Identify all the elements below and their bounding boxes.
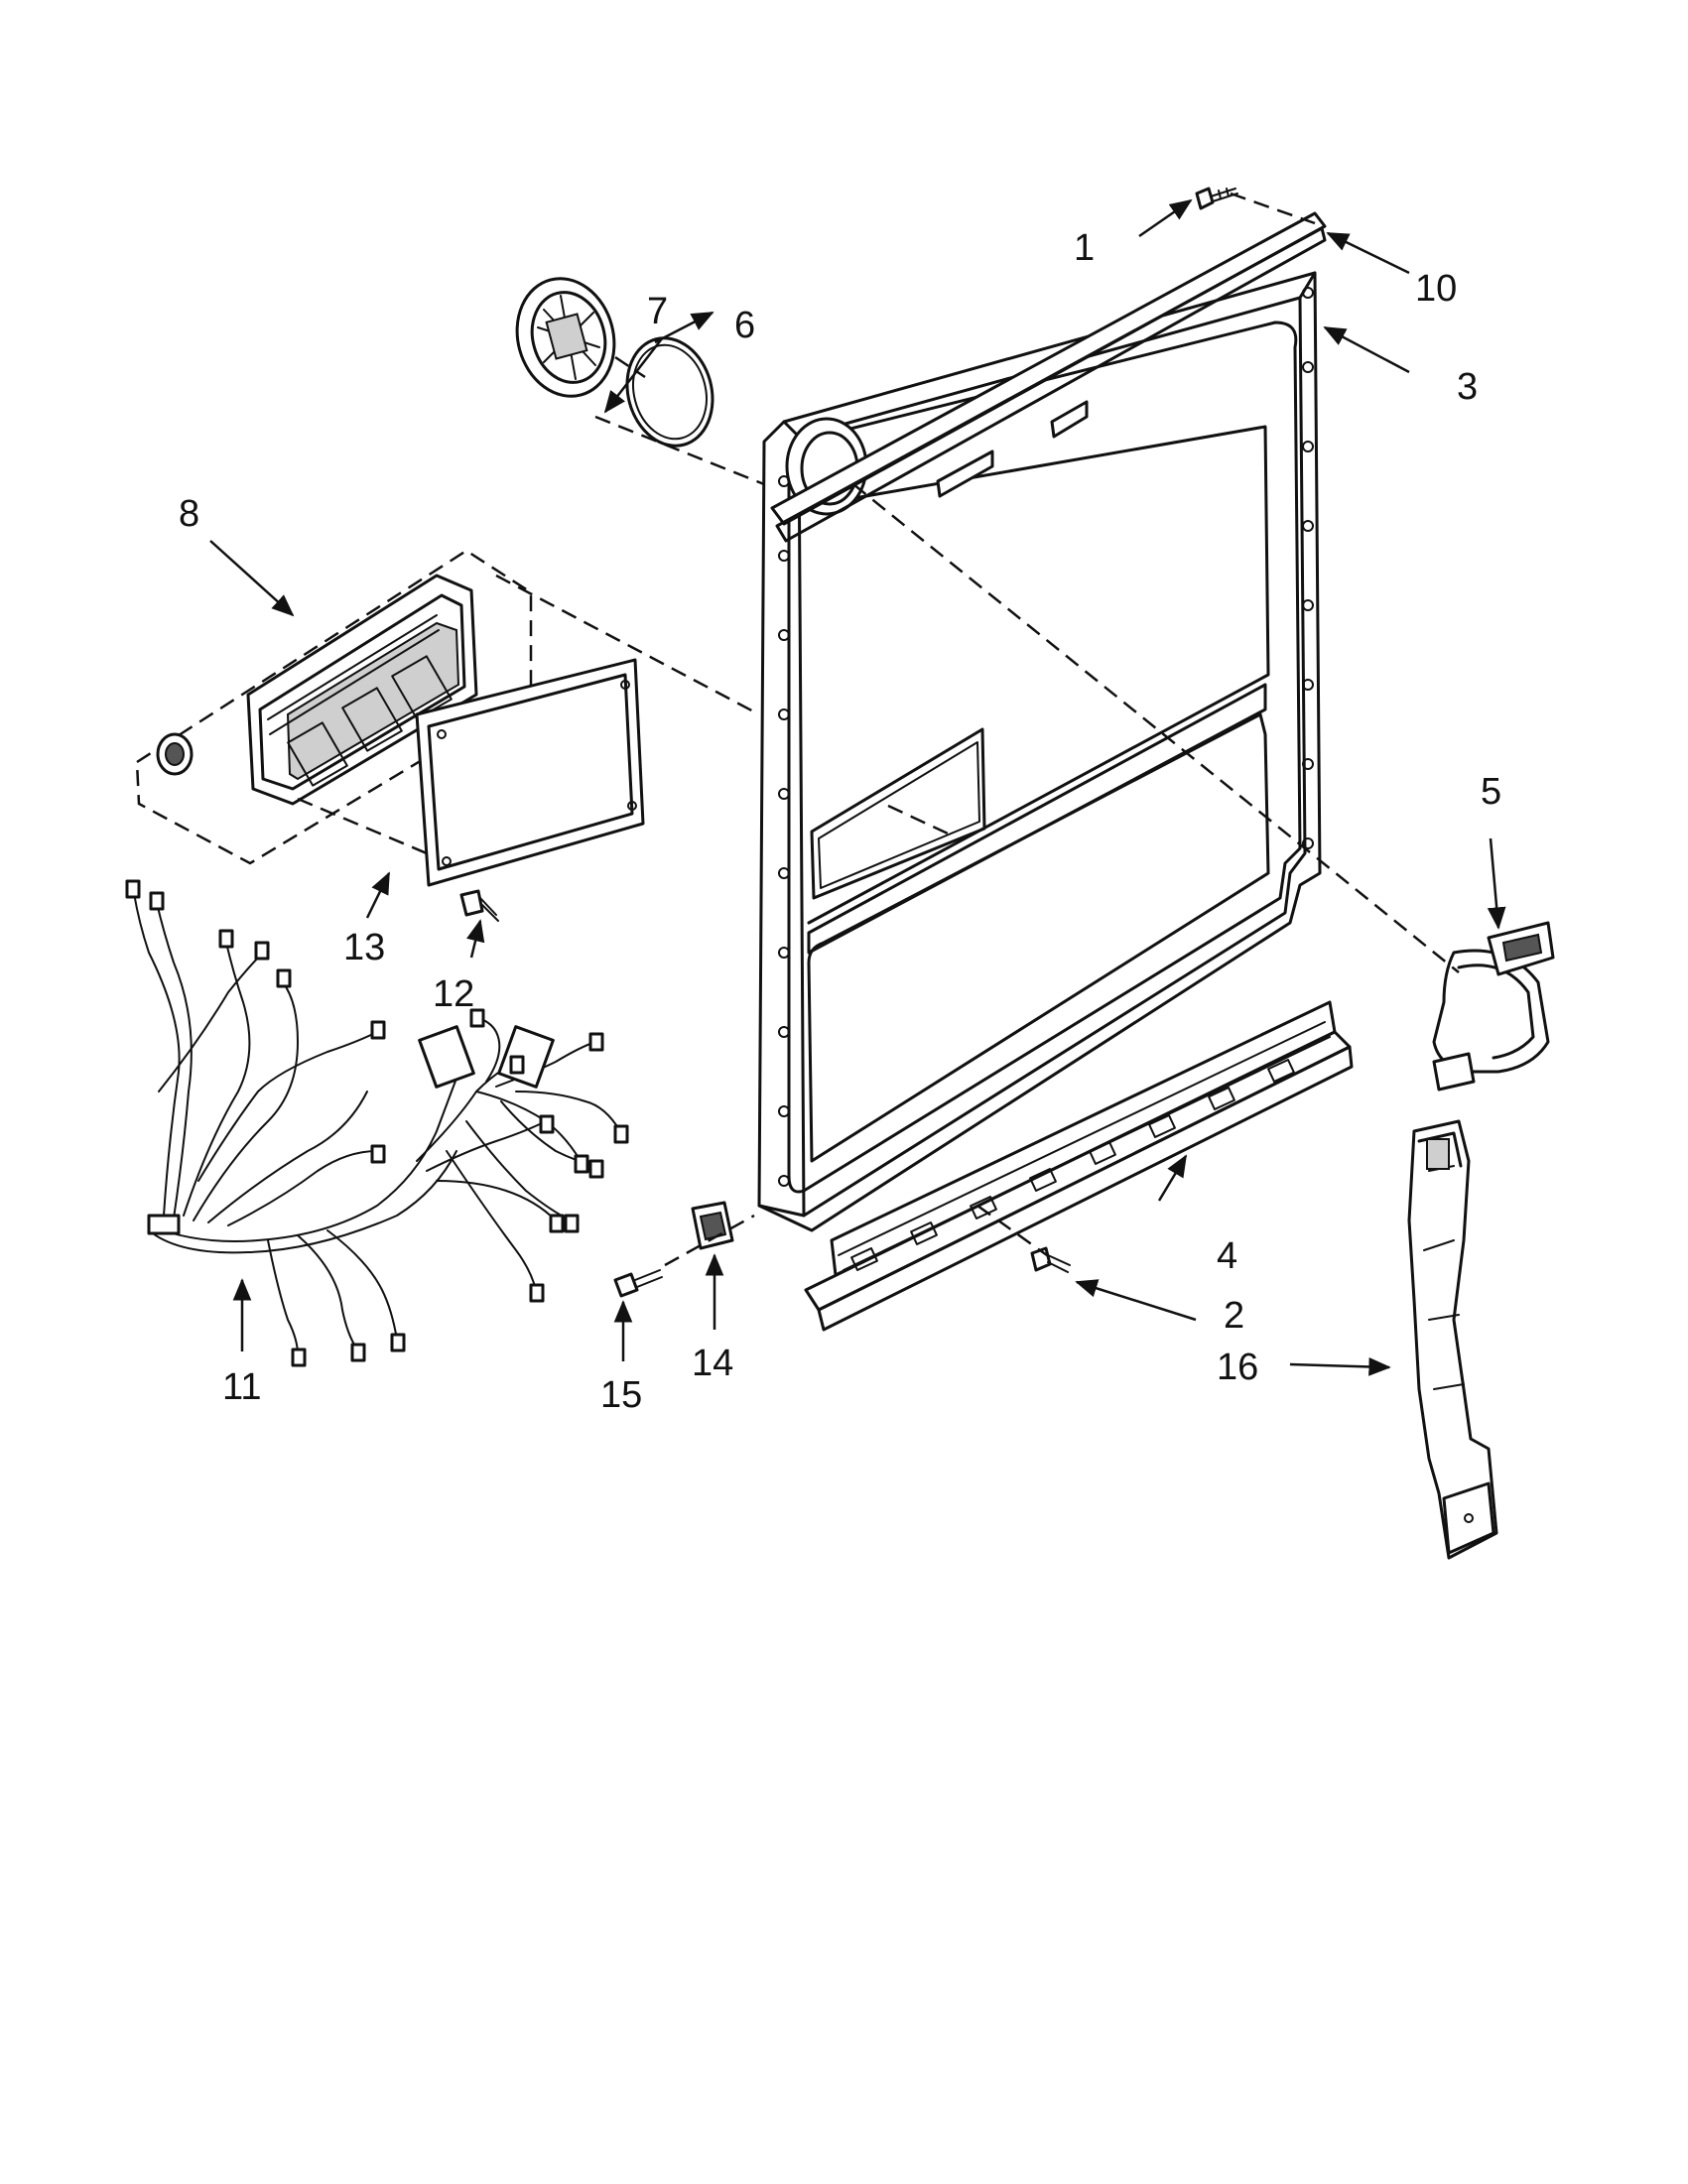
callout-8: 8 xyxy=(179,493,199,535)
vent-duct-upper xyxy=(1432,921,1555,1092)
callout-15: 15 xyxy=(600,1374,642,1416)
callout-10: 10 xyxy=(1415,268,1457,310)
callout-4: 4 xyxy=(1217,1235,1237,1277)
alignment-lines xyxy=(297,192,1460,1267)
door-bottom-rail xyxy=(804,1000,1354,1332)
callout-labels: 1 2 3 4 5 6 7 8 10 11 12 13 14 15 16 xyxy=(179,227,1501,1416)
vent-gasket xyxy=(625,336,714,448)
callout-14: 14 xyxy=(692,1343,733,1384)
screw-control xyxy=(459,889,499,922)
callout-11: 11 xyxy=(222,1366,261,1408)
callout-1: 1 xyxy=(1074,227,1095,269)
screw-clip xyxy=(613,1269,663,1298)
screw-bottom xyxy=(1030,1246,1071,1273)
vent-duct-lower xyxy=(1407,1119,1498,1560)
wire-harness xyxy=(125,879,629,1367)
control-gasket xyxy=(415,658,645,887)
door-top-trim xyxy=(770,211,1327,543)
callout-2: 2 xyxy=(1224,1295,1244,1337)
vent-cover xyxy=(515,277,616,398)
callout-13: 13 xyxy=(343,927,385,968)
screw-top xyxy=(1195,187,1238,210)
callout-7: 7 xyxy=(647,291,668,332)
leader-arrows xyxy=(209,198,1506,1376)
callout-6: 6 xyxy=(734,305,755,346)
callout-3: 3 xyxy=(1457,366,1478,408)
callout-16: 16 xyxy=(1217,1347,1258,1388)
callout-5: 5 xyxy=(1481,771,1501,813)
door-clip xyxy=(691,1201,734,1250)
callout-12: 12 xyxy=(433,973,474,1015)
